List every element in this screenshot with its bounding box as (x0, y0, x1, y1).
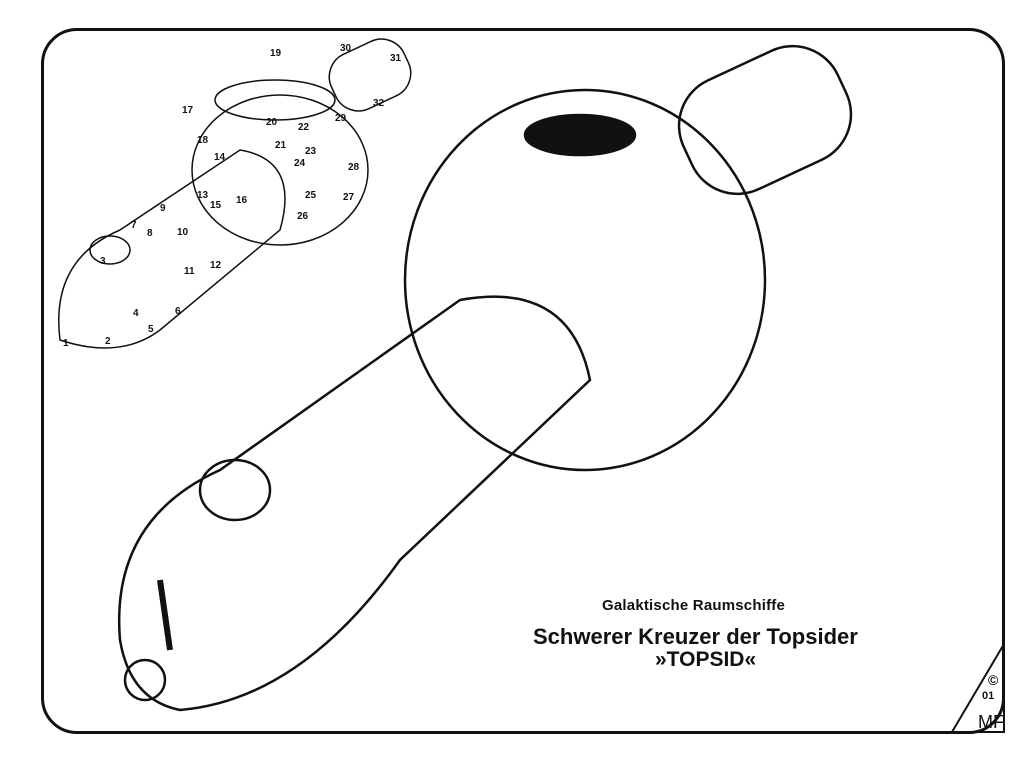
callout-label: 17 (182, 105, 194, 116)
callout-label: 7 (131, 220, 137, 231)
callout-label: 22 (298, 122, 310, 133)
callout-label: 27 (343, 192, 355, 203)
sheet-number: 01 (982, 690, 995, 702)
callout-label: 24 (294, 158, 306, 169)
callout-label: 15 (210, 200, 222, 211)
callout-label: 25 (305, 190, 317, 201)
ref-sphere-hull (191, 94, 369, 246)
callout-label: 28 (348, 162, 360, 173)
callout-label: 2 (105, 336, 111, 347)
callout-label: 12 (210, 260, 222, 271)
callout-label: 18 (197, 135, 209, 146)
callout-label: 26 (297, 211, 309, 222)
callout-label: 19 (270, 48, 282, 59)
callout-label: 8 (147, 228, 153, 239)
copyright-symbol: © (988, 672, 999, 688)
ship-name-title: »TOPSID« (655, 648, 757, 671)
main-cockpit-dome (198, 458, 272, 522)
main-sphere-hull (403, 88, 767, 472)
main-forward-hull (117, 295, 592, 712)
callout-label: 16 (236, 195, 248, 206)
callout-label: 23 (305, 146, 317, 157)
callout-label: 29 (335, 113, 347, 124)
callout-label: 10 (177, 227, 189, 238)
callout-label: 30 (340, 43, 352, 54)
main-engine-section (677, 44, 853, 196)
callout-label: 32 (373, 98, 385, 109)
callout-label: 31 (390, 53, 402, 64)
callout-label: 14 (214, 152, 226, 163)
nose-thruster (123, 658, 167, 702)
artist-signature: © 01 MF (948, 642, 1006, 734)
ref-cockpit-window (89, 235, 131, 265)
ref-forward-hull (58, 149, 286, 349)
top-hatch (523, 113, 637, 157)
callout-label: 13 (197, 190, 209, 201)
callout-label: 11 (184, 266, 195, 277)
callout-label: 6 (175, 306, 181, 317)
main-ship-drawing (117, 44, 853, 712)
callout-label: 20 (266, 117, 278, 128)
series-title: Galaktische Raumschiffe (602, 597, 786, 614)
artist-initials: MF (978, 712, 1004, 732)
signature-triangle (950, 642, 1005, 733)
callout-label: 21 (275, 140, 287, 151)
callout-label: 1 (63, 338, 69, 349)
callout-label: 9 (160, 203, 166, 214)
callout-label: 5 (148, 324, 154, 335)
callout-label: 3 (100, 256, 106, 267)
ref-dome (214, 79, 336, 121)
ref-engine-section (328, 38, 412, 112)
ship-class-title: Schwerer Kreuzer der Topsider (533, 624, 858, 649)
callout-label: 4 (133, 308, 139, 319)
front-slot (157, 579, 173, 651)
reference-ship-drawing (58, 38, 412, 349)
page-frame (41, 28, 1005, 734)
